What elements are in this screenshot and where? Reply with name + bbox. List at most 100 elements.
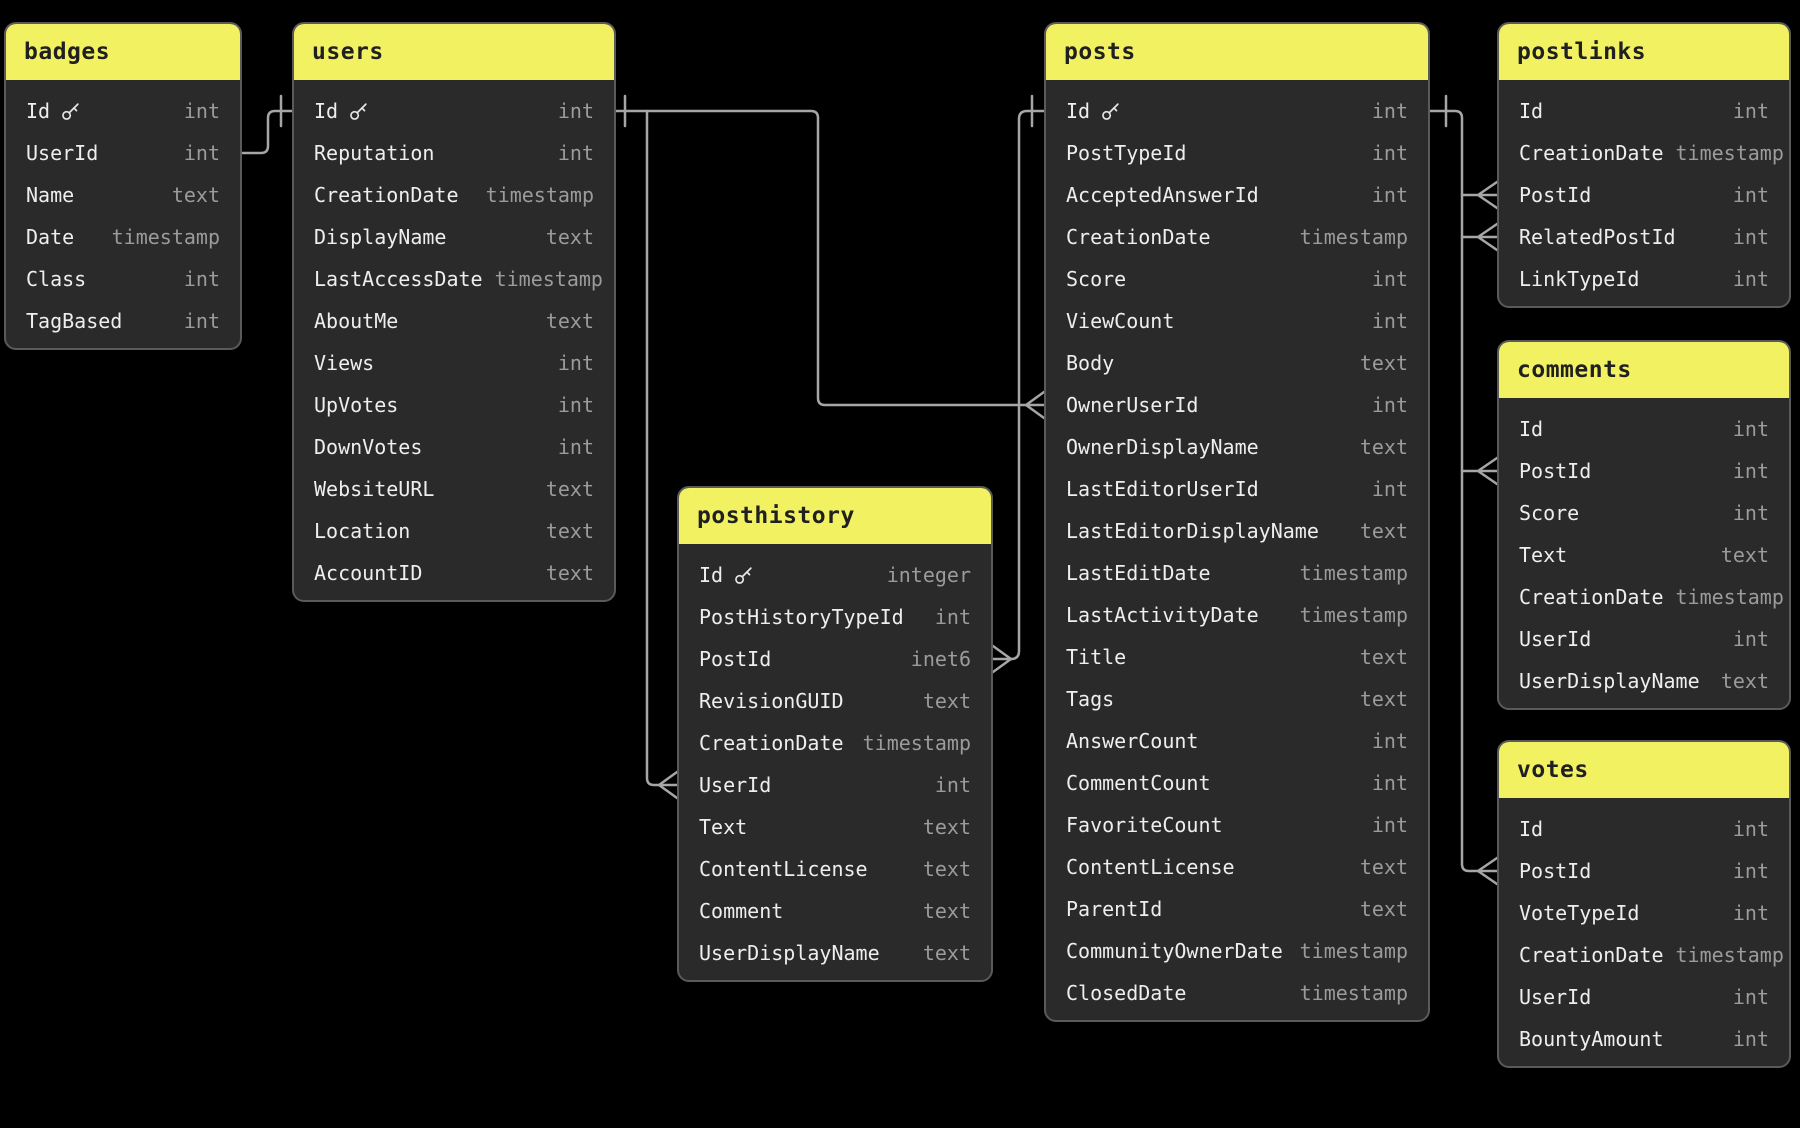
table-badges-header[interactable]: badges xyxy=(6,24,240,80)
table-posthistory-header[interactable]: posthistory xyxy=(679,488,991,544)
column-name: LastEditDate xyxy=(1066,561,1211,585)
table-postlinks-header[interactable]: postlinks xyxy=(1499,24,1789,80)
table-title: posthistory xyxy=(697,503,855,529)
column-name: AccountID xyxy=(314,561,423,585)
column-type: text xyxy=(1359,897,1408,921)
table-votes-header[interactable]: votes xyxy=(1499,742,1789,798)
column-type: int xyxy=(1371,393,1408,417)
column-type: int xyxy=(557,141,594,165)
table-comments-header[interactable]: comments xyxy=(1499,342,1789,398)
table-posts-header[interactable]: posts xyxy=(1046,24,1428,80)
column-name: Name xyxy=(26,183,75,207)
column-type: text xyxy=(922,899,971,923)
column-type: int xyxy=(1371,99,1408,123)
column-name: CreationDate xyxy=(699,731,844,755)
column-name: PostTypeId xyxy=(1066,141,1187,165)
column-name: WebsiteURL xyxy=(314,477,435,501)
column-name: Id xyxy=(1519,99,1544,123)
column-name: CommunityOwnerDate xyxy=(1066,939,1283,963)
column-name: LastActivityDate xyxy=(1066,603,1259,627)
table-title: votes xyxy=(1517,757,1589,783)
column-type: text xyxy=(1359,855,1408,879)
table-users-header[interactable]: users xyxy=(294,24,614,80)
